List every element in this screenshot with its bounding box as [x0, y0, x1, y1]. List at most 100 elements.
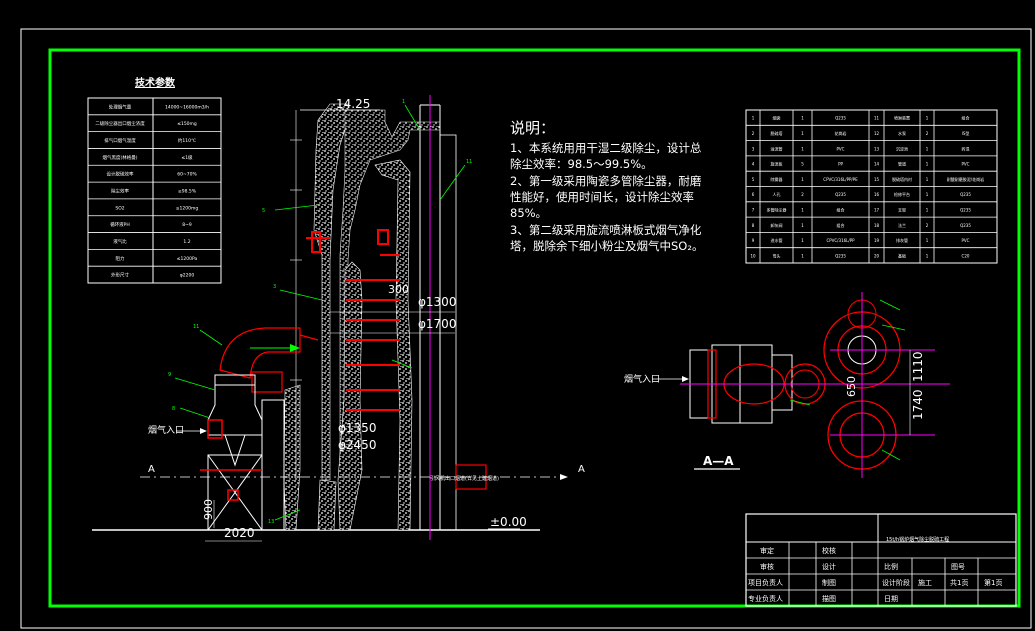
- title-block: 15t/h锅炉烟气除尘脱硫工程 审定 校核 审核 设计 比例 图号 项目负责人 …: [745, 513, 1017, 607]
- parts-table-cell: C20: [962, 253, 970, 258]
- parts-table-cell: 1: [801, 207, 804, 212]
- dim-900-label: 900: [202, 499, 215, 520]
- plan-dim-1740: 1740: [911, 389, 925, 420]
- svg-text:审核: 审核: [760, 562, 774, 571]
- svg-text:项目负责人: 项目负责人: [748, 578, 783, 587]
- parts-table-cell: 1: [926, 253, 929, 258]
- parts-table-cell: 耐酸耐磨胶泥/花岗岩: [947, 176, 984, 182]
- svg-text:专业负责人: 专业负责人: [748, 594, 783, 603]
- params-name-cell: 阻力: [116, 255, 125, 262]
- parts-table-cell: 2: [752, 131, 755, 136]
- params-value-cell: 约110℃: [178, 137, 196, 144]
- svg-text:校核: 校核: [822, 546, 836, 555]
- svg-text:制图: 制图: [822, 578, 836, 587]
- parts-table-cell: Q235: [835, 253, 846, 258]
- parts-table-cell: IS型: [962, 130, 970, 136]
- lower-left-wall: [283, 384, 301, 531]
- params-value-cell: 8~9: [182, 222, 192, 228]
- parts-table-cell: 1: [801, 146, 804, 151]
- params-name-cell: 外形尺寸: [111, 272, 129, 279]
- parts-table-cell: 1: [926, 192, 929, 197]
- parts-table-cell: 1: [926, 238, 929, 243]
- parts-table-cell: CPVC/316L/PP/PE: [823, 177, 858, 182]
- notes-line-7: 塔，脱除余下细小粉尘及烟气中SO₂。: [510, 239, 703, 253]
- params-name-cell: 液气比: [113, 238, 127, 245]
- parts-table-cell: 4: [752, 162, 755, 167]
- spray-plates: [306, 229, 400, 411]
- notes-title: 说明：: [510, 119, 555, 137]
- parts-table-cell: Q235: [835, 116, 846, 121]
- parts-table-cell: PVC: [962, 162, 970, 167]
- svg-text:13: 13: [268, 519, 274, 525]
- plan-view: 烟气入口 1110 1740 650: [624, 292, 950, 478]
- notes-line-5: 85%。: [510, 206, 547, 220]
- parts-table-cell: 2: [801, 192, 804, 197]
- parts-table-cell: 1: [801, 177, 804, 182]
- params-value-cell: ≤1200mg: [176, 205, 199, 211]
- parts-table-cell: 人孔: [773, 191, 781, 197]
- parts-table-cell: 1: [926, 146, 929, 151]
- elevation-inlet-label: 烟气入口: [148, 424, 184, 436]
- parts-table-cell: 20: [874, 253, 880, 258]
- top-elevation-label: 14.25: [336, 97, 370, 111]
- params-value-cell: ≥98.5%: [178, 189, 197, 195]
- parts-table-cell: 除雾器: [771, 176, 783, 182]
- lower-mid-wall: [317, 479, 337, 531]
- parts-table-cell: 3: [752, 146, 755, 151]
- parts-table-cell: 脱硫塔: [771, 130, 783, 136]
- parts-table-cell: CPVC/316L/PP: [826, 238, 855, 243]
- title-block-project: 15t/h锅炉烟气除尘脱硫工程: [886, 536, 949, 543]
- parts-table-cell: 脱硫塔内衬: [892, 176, 912, 182]
- params-name-cell: 处理烟气量: [109, 103, 132, 110]
- dust-collector: [207, 374, 285, 531]
- parts-table-cell: 喷淋装置: [894, 115, 910, 121]
- outer-sheet-border: [20, 28, 1032, 629]
- parts-table-cell: 水泵: [898, 130, 906, 136]
- svg-text:第1页: 第1页: [984, 578, 1002, 587]
- plan-dim-1110: 1110: [911, 351, 925, 382]
- params-name-cell: 除尘效率: [111, 188, 129, 195]
- parts-table-cell: PP: [838, 162, 843, 167]
- notes-block: 说明： 1、本系统用用干湿二级除尘，设计总 除尘效率：98.5～99.5%。 2…: [510, 119, 703, 253]
- parts-table-cell: 18: [874, 223, 880, 228]
- parts-table-cell: 1: [926, 177, 929, 182]
- dim-300-label: 300: [388, 283, 409, 296]
- pipe-note: 引风机出口烟道(详见土建烟道): [430, 475, 499, 482]
- parts-table-cell: PVC: [837, 146, 845, 151]
- plan-inlet-label: 烟气入口: [624, 373, 660, 385]
- plan-view-title: A—A: [703, 454, 734, 468]
- params-value-cell: ≤1200Pa: [177, 256, 198, 262]
- parts-table-cell: Q235: [960, 223, 971, 228]
- svg-text:设计阶段: 设计阶段: [882, 578, 910, 587]
- parts-table-cell: 砖混: [962, 145, 970, 151]
- params-value-cell: 1.2: [183, 239, 190, 245]
- parts-table-cell: 15: [874, 177, 880, 182]
- svg-text:比例: 比例: [884, 562, 898, 571]
- inlet-duct: [219, 327, 319, 393]
- parts-table-cell: 7: [752, 207, 755, 212]
- parts-table-cell: 烟囱: [773, 115, 781, 121]
- parts-table-cell: 1: [926, 116, 929, 121]
- notes-line-6: 3、第二级采用旋流喷淋板式烟气净化: [510, 223, 702, 237]
- svg-text:施工: 施工: [918, 578, 932, 587]
- parts-table-cell: 12: [874, 131, 880, 136]
- parts-table-cell: 1: [801, 116, 804, 121]
- parts-table-cell: 卸灰阀: [771, 222, 783, 228]
- plan-dim-650: 650: [845, 376, 858, 397]
- notes-line-4: 性能好，使用时间长，设计除尘效率: [510, 190, 694, 204]
- parts-table-cell: 11: [874, 116, 880, 121]
- dia-1700-label: φ1700: [418, 317, 456, 331]
- parts-table-cell: 溢流管: [771, 145, 783, 151]
- parts-table-cell: Q235: [960, 207, 971, 212]
- parts-table-cell: 弯头: [773, 252, 781, 258]
- parts-table-cell: 5: [801, 162, 804, 167]
- svg-text:8: 8: [172, 406, 175, 412]
- flue-duct: [455, 464, 487, 490]
- parts-table-cell: 19: [874, 238, 880, 243]
- params-value-cell: ≤150mg: [177, 121, 197, 127]
- parts-table-cell: 排灰管: [896, 237, 908, 243]
- tower-right-wall: [339, 109, 441, 481]
- params-value-cell: 14000~16000m3/h: [165, 104, 209, 110]
- parts-table-cell: 2: [926, 223, 929, 228]
